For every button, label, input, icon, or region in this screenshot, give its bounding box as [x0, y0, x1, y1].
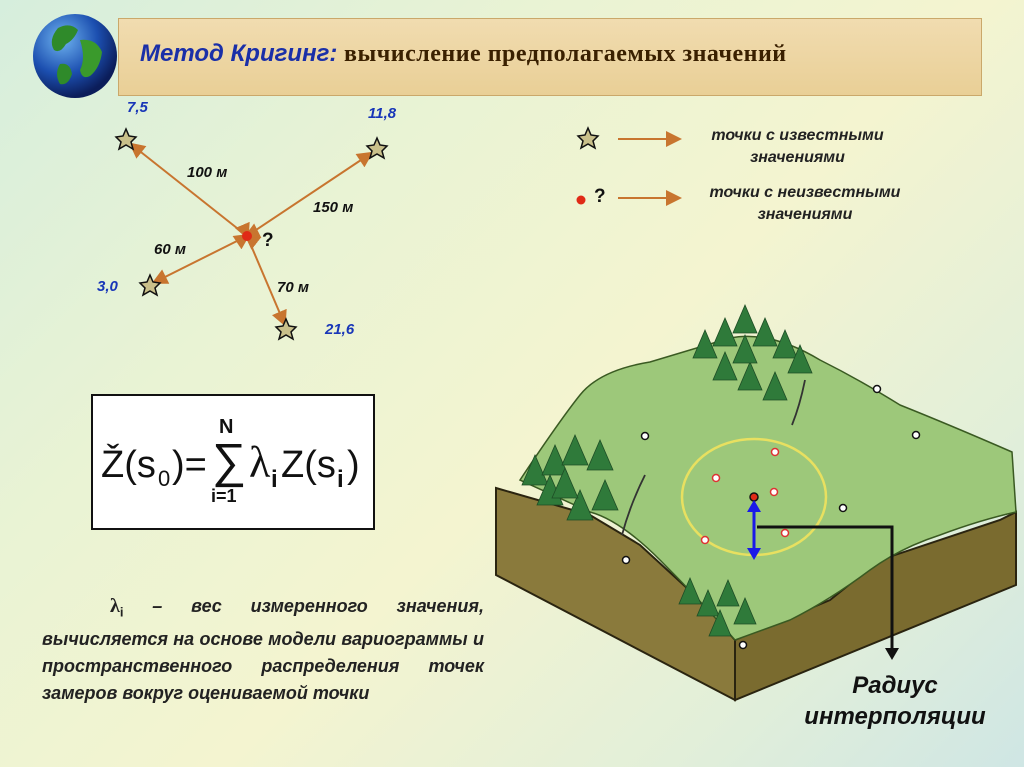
terrain-block-illustration [495, 303, 1017, 702]
known-point-star [138, 273, 162, 297]
formula-z: Z(s [281, 444, 336, 486]
formula-eq: )= [172, 444, 207, 486]
lambda-description: λi – вес измеренного значения, вычисляет… [42, 593, 484, 707]
known-point-star [365, 136, 389, 160]
link-left [151, 223, 262, 284]
kriging-formula: Ž(s 0 )= N ∑ i=1 λ i Z(s i ) [91, 394, 371, 526]
distance-left: 60 м [154, 241, 186, 258]
known-point-star [274, 317, 298, 341]
formula-lambda-sub: i [271, 466, 278, 493]
legend-star-icon [576, 126, 600, 150]
slide-title: Метод Кригинг: вычисление предполагаемых… [140, 40, 787, 68]
formula-box [91, 394, 375, 530]
formula-close: ) [347, 444, 360, 486]
formula-lambda: λ [249, 438, 271, 487]
value-top-right: 11,8 [368, 105, 397, 122]
formula-sum-sign: ∑ [212, 435, 247, 488]
title-banner [118, 18, 982, 96]
legend-question-mark: ? [594, 186, 606, 207]
distance-top-left: 100 м [187, 164, 228, 181]
formula-z-sub: i [337, 466, 344, 493]
formula-sum-lower: i=1 [211, 486, 237, 506]
title-method: Метод Кригинг: [140, 40, 338, 67]
legend-markers [576, 126, 682, 206]
terrain-front-right-face [734, 510, 1017, 702]
link-top-right [232, 151, 374, 250]
formula-sum-upper: N [219, 416, 234, 438]
legend-unknown-dot [576, 195, 586, 205]
link-bottom [234, 221, 287, 327]
desc-lambda-sub: i [119, 604, 124, 620]
link-top-left [128, 142, 262, 250]
legend-known-text: точки с известными значениями [711, 127, 884, 166]
desc-text: – вес измеренного значения, вычисляется … [42, 596, 484, 703]
distance-bottom: 70 м [277, 279, 309, 296]
desc-lambda: λ [110, 595, 120, 617]
known-point-star [114, 127, 138, 151]
title-rest: вычисление предполагаемых значений [344, 41, 787, 67]
distance-top-right: 150 м [313, 199, 354, 216]
unknown-question-mark: ? [262, 230, 274, 251]
value-top-left: 7,5 [127, 99, 148, 116]
value-bottom: 21,6 [325, 321, 355, 338]
formula-lhs: Ž(s [101, 444, 156, 486]
legend-unknown-text: точки с неизвестными значениями [709, 184, 901, 223]
value-left: 3,0 [97, 278, 118, 295]
formula-sub0: 0 [158, 466, 171, 491]
radius-pointer-line [757, 525, 894, 652]
tree-cluster [521, 303, 813, 637]
estimated-point [749, 492, 759, 502]
kriging-point-diagram [114, 127, 389, 341]
unknown-point-dot [242, 231, 252, 241]
radius-label: Радиус интерполяции [804, 672, 986, 730]
globe-icon [33, 14, 117, 98]
